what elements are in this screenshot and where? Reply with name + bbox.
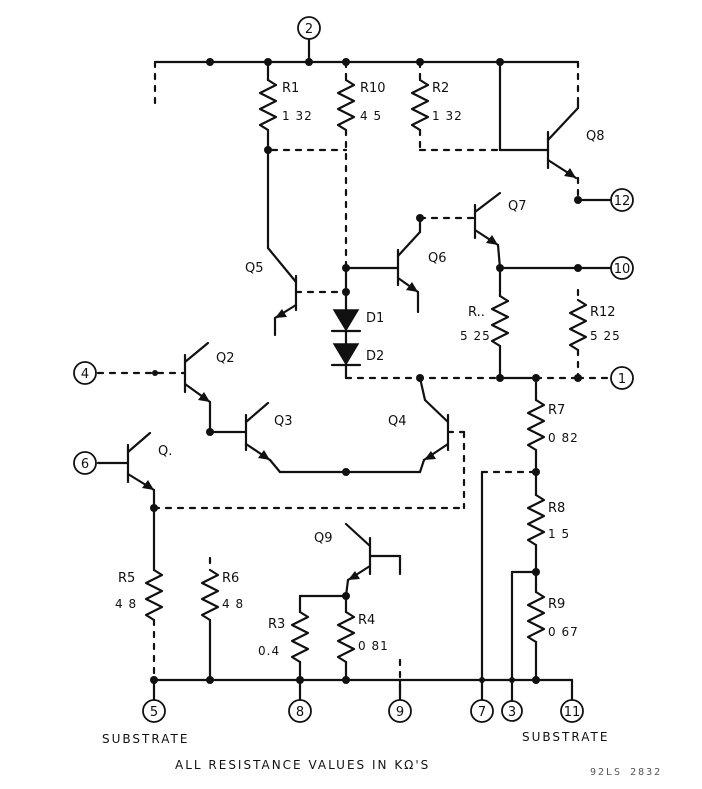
pin-4: 4 (73, 361, 97, 385)
resistor-r5: R5 4 8 (115, 506, 164, 682)
svg-text:5: 5 (150, 705, 158, 720)
r5-label: R5 (118, 571, 135, 586)
r4-value: 0 81 (358, 639, 389, 653)
q7-label: Q7 (508, 199, 527, 214)
transistor-q5: Q5 (245, 246, 298, 320)
q9-label: Q9 (314, 531, 333, 546)
drawing-id: 92LS 2832 (590, 767, 662, 778)
resistor-r11: R.. 5 25 (460, 266, 510, 382)
r9-label: R9 (548, 597, 565, 612)
transistor-q1: Q. (126, 431, 172, 492)
resistor-r7: R7 0 82 (526, 376, 579, 476)
resistor-r2: R2 1 32 (410, 60, 502, 152)
bottom-ground-rail (150, 658, 574, 702)
r3-label: R3 (268, 617, 285, 632)
r10-value: 4 5 (360, 109, 382, 123)
svg-text:2: 2 (305, 22, 313, 37)
svg-text:4: 4 (81, 367, 89, 382)
resistor-r1: R1 1 32 (258, 60, 313, 154)
pin-10: 10 (610, 256, 634, 280)
resistor-r3: R3 0.4 (258, 594, 310, 684)
svg-text:12: 12 (614, 194, 631, 209)
q3-label: Q3 (274, 414, 293, 429)
r7-label: R7 (548, 403, 565, 418)
r2-label: R2 (432, 81, 449, 96)
pin-2: 2 (297, 16, 321, 40)
r6-label: R6 (222, 571, 239, 586)
svg-text:7: 7 (478, 705, 486, 720)
r5-value: 4 8 (115, 597, 137, 611)
substrate-label-right: SUBSTRATE (522, 730, 609, 744)
r9-value: 0 67 (548, 625, 579, 639)
pin-7: 7 (470, 699, 494, 723)
diode-d1: D1 (330, 266, 384, 333)
transistor-q4: Q4 (388, 376, 450, 462)
r3-value: 0.4 (258, 644, 280, 658)
pin-1: 1 (610, 366, 634, 390)
d1-label: D1 (366, 311, 384, 326)
r11-label: R.. (468, 305, 485, 320)
resistor-r12: R12 5 25 (568, 288, 621, 382)
pin-5: 5 (142, 699, 166, 723)
r11-value: 5 25 (460, 329, 491, 343)
r12-label: R12 (590, 305, 616, 320)
transistor-q3: Q3 (244, 401, 293, 462)
r10-label: R10 (360, 81, 386, 96)
q6-label: Q6 (428, 251, 447, 266)
svg-text:8: 8 (296, 705, 304, 720)
r1-label: R1 (282, 81, 299, 96)
q1-label: Q. (158, 444, 172, 459)
r6-value: 4 8 (222, 597, 244, 611)
svg-text:3: 3 (508, 705, 516, 720)
pin-6: 6 (73, 451, 97, 475)
resistor-r4: R4 0 81 (336, 594, 389, 684)
transistor-q7: Q7 (473, 191, 527, 247)
r8-label: R8 (548, 501, 565, 516)
pin-9: 9 (388, 699, 412, 723)
resistor-r6: R6 4 8 (200, 556, 244, 684)
q2-label: Q2 (216, 351, 235, 366)
svg-text:11: 11 (564, 705, 581, 720)
top-supply-rail (153, 38, 580, 112)
pin-12: 12 (610, 188, 634, 212)
transistor-q9: Q9 (314, 522, 372, 582)
pin-8: 8 (288, 699, 312, 723)
r12-value: 5 25 (590, 329, 621, 343)
footnote-resistance-units: ALL RESISTANCE VALUES IN KΩ'S (175, 758, 430, 772)
r7-value: 0 82 (548, 431, 579, 445)
r1-value: 1 32 (282, 109, 313, 123)
pin-3: 3 (501, 700, 523, 722)
resistor-r8: R8 1 5 (526, 470, 570, 576)
r4-label: R4 (358, 613, 375, 628)
q5-label: Q5 (245, 261, 264, 276)
resistor-r10: R10 4 5 (336, 60, 386, 270)
diode-d2: D2 (330, 329, 384, 367)
transistor-q8: Q8 (546, 98, 605, 180)
svg-text:9: 9 (396, 705, 404, 720)
svg-text:6: 6 (81, 457, 89, 472)
resistor-r9: R9 0 67 (526, 570, 579, 684)
q8-label: Q8 (586, 129, 605, 144)
pin-11: 11 (560, 699, 584, 723)
svg-text:10: 10 (614, 262, 631, 277)
r2-value: 1 32 (432, 109, 463, 123)
svg-text:1: 1 (618, 372, 626, 387)
transistor-q6: Q6 (396, 230, 447, 294)
q4-label: Q4 (388, 414, 407, 429)
transistor-q2: Q2 (183, 341, 235, 404)
d2-label: D2 (366, 349, 384, 364)
r8-value: 1 5 (548, 527, 570, 541)
substrate-label-left: SUBSTRATE (102, 732, 189, 746)
